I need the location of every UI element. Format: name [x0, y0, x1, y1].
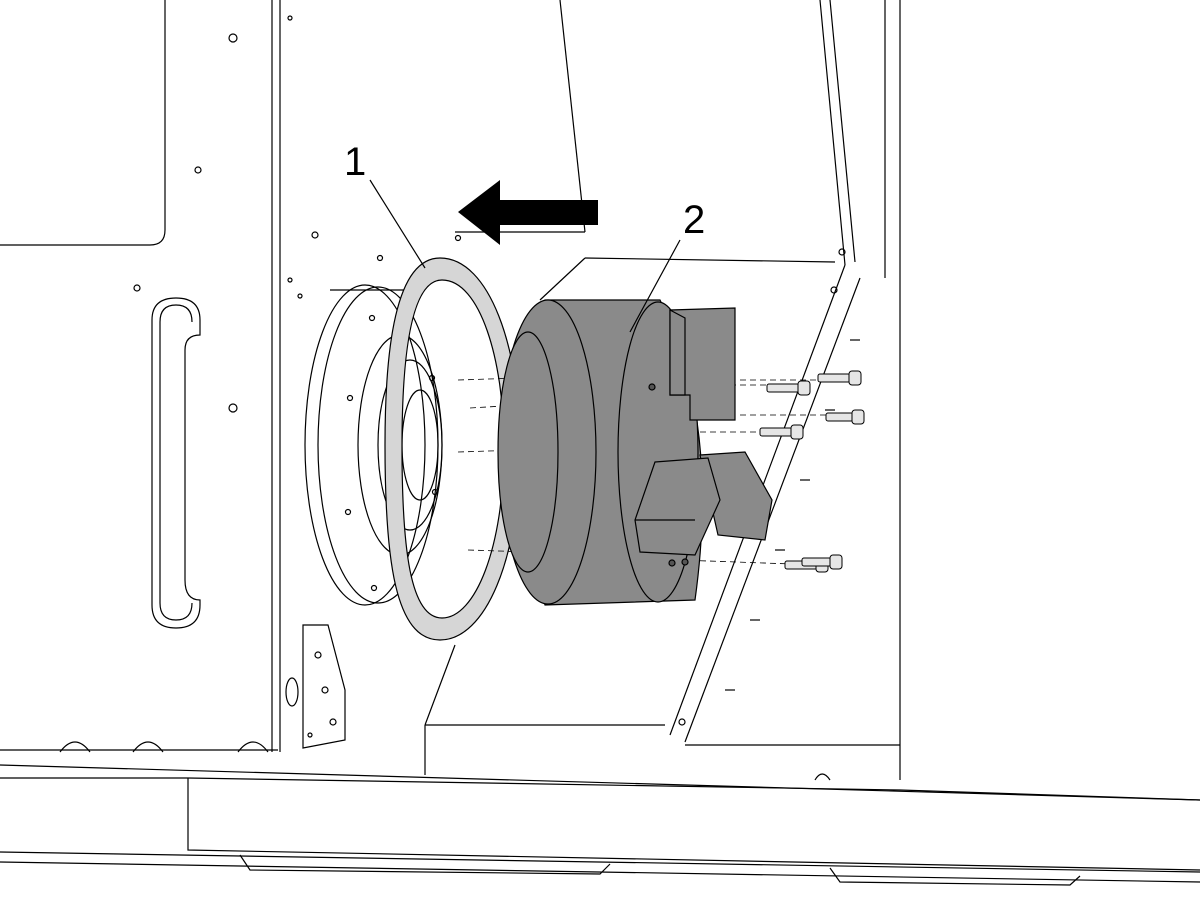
base-rail: [0, 764, 1200, 886]
bolt: [766, 380, 811, 396]
panel-bumps: [59, 741, 269, 753]
bolt: [759, 424, 804, 440]
lower-cutout: [424, 644, 665, 775]
chuck-body: [497, 299, 773, 606]
left-panel: [0, 0, 281, 752]
bulkhead: [287, 0, 586, 299]
bolts: [759, 370, 865, 573]
bolt: [817, 370, 862, 386]
callout-label-1: 1: [344, 140, 367, 184]
direction-arrow-icon: [458, 180, 598, 245]
mounting-bracket: [285, 624, 346, 749]
bolt: [801, 554, 843, 570]
door-handle: [151, 297, 201, 629]
spindle-flange: [304, 284, 443, 612]
bolt: [825, 409, 865, 425]
callout-leaders: [369, 179, 681, 333]
callout-label-2: 2: [683, 198, 706, 242]
